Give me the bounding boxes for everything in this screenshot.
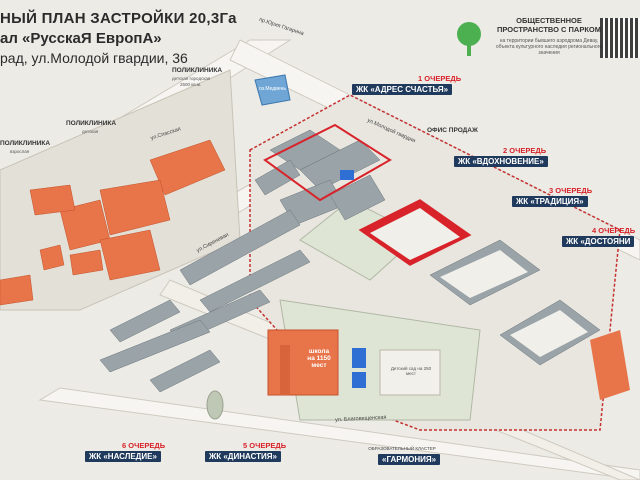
park-title: ОБЩЕСТВЕННОЕ ПРОСТРАНСТВО С ПАРКОМ: [496, 16, 602, 34]
cluster-name: «ГАРМОНИЯ»: [378, 454, 441, 465]
park-subtitle: на территории бывшего аэродрома Девау, о…: [495, 38, 603, 56]
queue-6-name: ЖК «НАСЛЕДИЕ»: [85, 451, 161, 462]
map-subtitle: ал «РусскаЯ ЕвропА»: [0, 30, 162, 47]
polyclinic-city-label: ПОЛИКЛИНИКА: [172, 67, 223, 74]
polyclinic-kids-label: ПОЛИКЛИНИКА: [66, 120, 117, 127]
polyclinic-city-area: 2500 кв.м.: [180, 82, 202, 87]
map-address: рад, ул.Молодой гвардии, 36: [0, 50, 188, 66]
sales-office-label: ОФИС ПРОДАЖ: [427, 127, 478, 134]
queue-1-label: 1 ОЧЕРЕДЬ: [418, 74, 462, 83]
cluster-caption: ОБРАЗОВАТЕЛЬНЫЙ КЛАСТЕР: [368, 446, 436, 451]
queue-2-name: ЖК «ВДОХНОВЕНИЕ»: [454, 156, 548, 167]
map-title: НЫЙ ПЛАН ЗАСТРОЙКИ 20,3Га: [0, 10, 237, 27]
queue-2-label: 2 ОЧЕРЕДЬ: [503, 146, 547, 155]
park-badge: ОБЩЕСТВЕННОЕ ПРОСТРАНСТВО С ПАРКОМ на те…: [452, 16, 608, 64]
queue-5-label: 5 ОЧЕРЕДЬ: [243, 441, 287, 450]
queue-4-name: ЖК «ДОСТОЯНИ: [562, 236, 635, 247]
queue-5-name: ЖК «ДИНАСТИЯ»: [205, 451, 282, 462]
school-line-3: мест: [311, 362, 327, 369]
queue-3-name: ЖК «ТРАДИЦИЯ»: [512, 196, 588, 207]
polyclinic-adult-sub: взрослая: [10, 149, 30, 154]
polyclinic-kids-sub: детская: [82, 129, 99, 134]
school-line-1: школа: [308, 348, 330, 355]
school-line-2: на 1150: [307, 355, 331, 362]
school-label: школа на 1150 мест: [300, 348, 338, 369]
kindergarten-label: Детский сад на 250 мест: [390, 366, 432, 376]
polyclinic-city-sub: детская городская: [172, 76, 211, 81]
queue-4-label: 4 ОЧЕРЕДЬ: [592, 226, 636, 235]
queue-6-label: 6 ОЧЕРЕДЬ: [122, 441, 166, 450]
polyclinic-adult-label: ПОЛИКЛИНИКА: [0, 140, 51, 147]
qr-code-icon: [600, 18, 640, 58]
tree-icon: [457, 22, 481, 56]
queue-1-name: ЖК «АДРЕС СЧАСТЬЯ»: [352, 84, 453, 95]
queue-3-label: 3 ОЧЕРЕДЬ: [549, 186, 593, 195]
pond-label: оз.Медвень: [259, 86, 286, 92]
